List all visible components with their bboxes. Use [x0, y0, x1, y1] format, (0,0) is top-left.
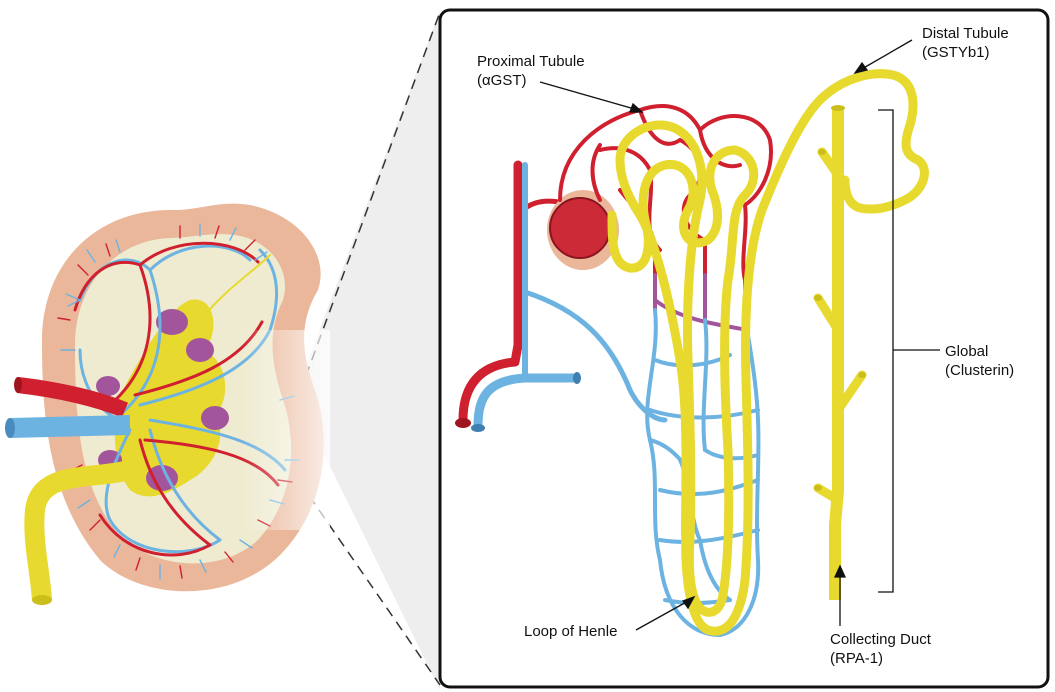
duct-top-opening	[831, 105, 845, 111]
collecting-marker: (RPA-1)	[830, 649, 931, 668]
label-proximal-tubule: Proximal Tubule (αGST)	[477, 52, 585, 90]
collecting-name: Collecting Duct	[830, 630, 931, 649]
label-global: Global (Clusterin)	[945, 342, 1014, 380]
loop-name: Loop of Henle	[524, 622, 617, 641]
renal-artery-end	[14, 377, 22, 393]
collecting-duct	[835, 108, 838, 600]
duct-branch-opening-4	[814, 485, 822, 491]
artery-opening	[455, 418, 471, 428]
duct-branch-opening-3	[858, 372, 866, 378]
proximal-name: Proximal Tubule	[477, 52, 585, 71]
distal-marker: (GSTYb1)	[922, 43, 1009, 62]
duct-branch-opening-1	[818, 149, 826, 155]
label-loop-of-henle: Loop of Henle	[524, 622, 617, 641]
renal-vein-end	[5, 418, 15, 438]
global-marker: (Clusterin)	[945, 361, 1014, 380]
label-distal-tubule: Distal Tubule (GSTYb1)	[922, 24, 1009, 62]
proximal-marker: (αGST)	[477, 71, 585, 90]
glomerulus	[550, 198, 610, 258]
venule-opening	[471, 424, 485, 432]
distal-name: Distal Tubule	[922, 24, 1009, 43]
kidney-fade	[240, 330, 330, 530]
renal-vein	[10, 425, 130, 428]
kidney	[5, 204, 330, 605]
label-collecting-duct: Collecting Duct (RPA-1)	[830, 630, 931, 668]
ureter-end	[32, 595, 52, 605]
duct-branch-opening-2	[814, 295, 822, 301]
global-name: Global	[945, 342, 1014, 361]
venule-opening-right	[573, 372, 581, 384]
